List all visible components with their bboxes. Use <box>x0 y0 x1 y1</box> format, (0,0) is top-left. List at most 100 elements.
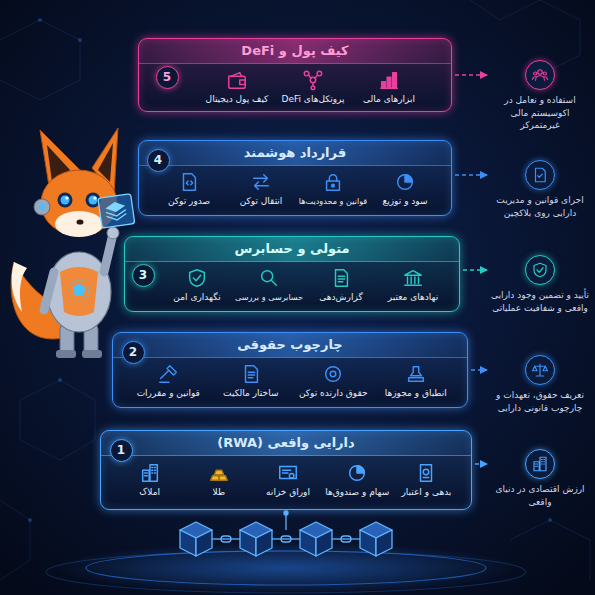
icon-stroke <box>533 76 548 81</box>
item-label: حقوق دارنده توکن <box>299 388 368 399</box>
icon-stroke <box>283 470 291 473</box>
item-label: قوانین و مقررات <box>137 388 200 399</box>
fox-mascot-part <box>39 204 45 210</box>
icon-stroke <box>331 371 337 377</box>
callout-text: تأیید و تضمین وجود دارایی واقعی و شفافیت… <box>490 289 590 314</box>
blockchain-chain-part <box>281 536 291 542</box>
layer-panel: دارایی واقعی (RWA) بدهی و اعتبارسهام و صن… <box>100 430 472 510</box>
fox-mascot-part <box>77 219 84 224</box>
item-label: سهام و صندوق‌ها <box>325 487 389 498</box>
step-number: 3 <box>139 269 147 281</box>
icon-stroke <box>421 465 432 482</box>
layer-item: نهادهای معتبر <box>377 267 449 303</box>
icon-stroke <box>405 175 412 182</box>
item-label: سود و توزیع <box>382 196 427 207</box>
network-dots <box>28 18 552 522</box>
fox-mascot-part <box>69 280 89 300</box>
callout-icon <box>525 355 555 385</box>
blockchain-chain-part-part <box>256 530 272 556</box>
icon-stroke <box>410 367 421 376</box>
icon-stroke <box>534 457 546 471</box>
icon <box>178 171 200 193</box>
step-number: 1 <box>117 444 125 456</box>
layer-item: سهام و صندوق‌ها <box>323 462 392 498</box>
callout: تأیید و تضمین وجود دارایی واقعی و شفافیت… <box>490 255 590 314</box>
icon-stroke <box>231 73 242 77</box>
icon-stroke <box>398 175 413 190</box>
network-lines-part <box>20 380 95 460</box>
blockchain-chain-part <box>272 538 300 539</box>
callout-icon <box>525 449 555 479</box>
icon <box>394 171 416 193</box>
layer-header: قرارداد هوشمند <box>139 141 451 166</box>
layer-header: دارایی واقعی (RWA) <box>101 431 471 456</box>
network-dots-part <box>28 518 32 522</box>
layer-item: انتقال توکن <box>225 171 297 207</box>
fox-mascot-part <box>58 193 73 208</box>
layer-item: انطباق و مجوزها <box>375 363 458 399</box>
icon-stroke <box>229 76 246 88</box>
fox-mascot-part <box>60 267 98 316</box>
icon-stroke <box>160 371 169 382</box>
fox-mascot-part <box>12 262 27 312</box>
network-dots-part <box>58 378 62 382</box>
network-dots-part <box>38 18 42 22</box>
blockchain-chain-part-part <box>300 530 316 556</box>
icon <box>531 66 549 84</box>
icon-stroke <box>536 168 546 182</box>
layer-panel: چارچوب حقوقیانطباق و مجوزهاحقوق دارنده ت… <box>112 332 468 408</box>
icon-stroke <box>190 270 205 287</box>
layer-item: قوانین و مقررات <box>127 363 210 399</box>
item-label: نگهداری امن <box>173 292 220 303</box>
icon <box>240 363 262 385</box>
network-lines-part <box>510 520 590 580</box>
icon <box>531 361 549 379</box>
icon <box>258 267 280 289</box>
item-label: اوراق خزانه <box>266 487 310 498</box>
layer-item: بدهی و اعتبار <box>392 462 461 498</box>
dashed-arrow <box>455 174 487 175</box>
blockchain-chain-part <box>284 511 288 515</box>
dashed-arrow <box>475 463 487 464</box>
icon <box>415 462 437 484</box>
layer-item: سود و توزیع <box>369 171 441 207</box>
layer-item: اوراق خزانه <box>253 462 322 498</box>
callout-icon <box>525 160 555 190</box>
fox-mascot-part <box>98 194 135 228</box>
layer-item: ساختار مالکیت <box>210 363 293 399</box>
callout: استفاده و تعامل در اکوسیستم مالی غیرمتمر… <box>490 60 590 132</box>
fox-mascot-part <box>104 238 112 272</box>
icon-stroke <box>350 466 365 481</box>
dashed-arrow <box>471 369 487 370</box>
layer-item: طلا <box>184 462 253 498</box>
layer-title: قرارداد هوشمند <box>244 145 346 161</box>
item-row: انطباق و مجوزها حقوق دارنده توکن ساختار ما… <box>127 363 457 399</box>
icon-stroke <box>248 372 254 378</box>
item-label: نهادهای معتبر <box>388 292 438 303</box>
icon <box>378 69 400 91</box>
callout-text: تعریف حقوق، تعهدات و چارچوب قانونی دارای… <box>490 389 590 414</box>
layer-item: قوانین و محدودیت‌ها <box>297 171 369 207</box>
item-row: بدهی و اعتبارسهام و صندوق‌ها اوراق خزانه ط… <box>115 462 461 498</box>
icon <box>531 261 549 279</box>
fox-mascot <box>11 128 135 358</box>
layer-item: حسابرسی و بررسی <box>233 267 305 303</box>
icon <box>302 69 324 91</box>
step-number: 5 <box>163 71 171 83</box>
layer-item: املاک <box>115 462 184 498</box>
fox-mascot-part <box>93 196 96 199</box>
blockchain-chain-part-part <box>196 530 212 556</box>
icon-stroke <box>186 181 192 185</box>
icon-stroke <box>338 276 344 282</box>
step-circle: 4 <box>147 149 170 172</box>
item-label: پروتکل‌های DeFi <box>282 94 345 105</box>
layer-item: نگهداری امن <box>161 267 233 303</box>
icon-stroke <box>534 263 546 277</box>
item-row: نهادهای معتبرگزارش‌دهیحسابرسی و بررسینگه… <box>161 267 449 303</box>
layer-title: متولی و حسابرس <box>234 241 349 257</box>
blockchain-chain-part-part <box>316 530 332 556</box>
blockchain-chain-part <box>360 522 392 556</box>
blockchain-chain-part <box>180 522 212 556</box>
blockchain-chain-part-part <box>180 530 196 556</box>
